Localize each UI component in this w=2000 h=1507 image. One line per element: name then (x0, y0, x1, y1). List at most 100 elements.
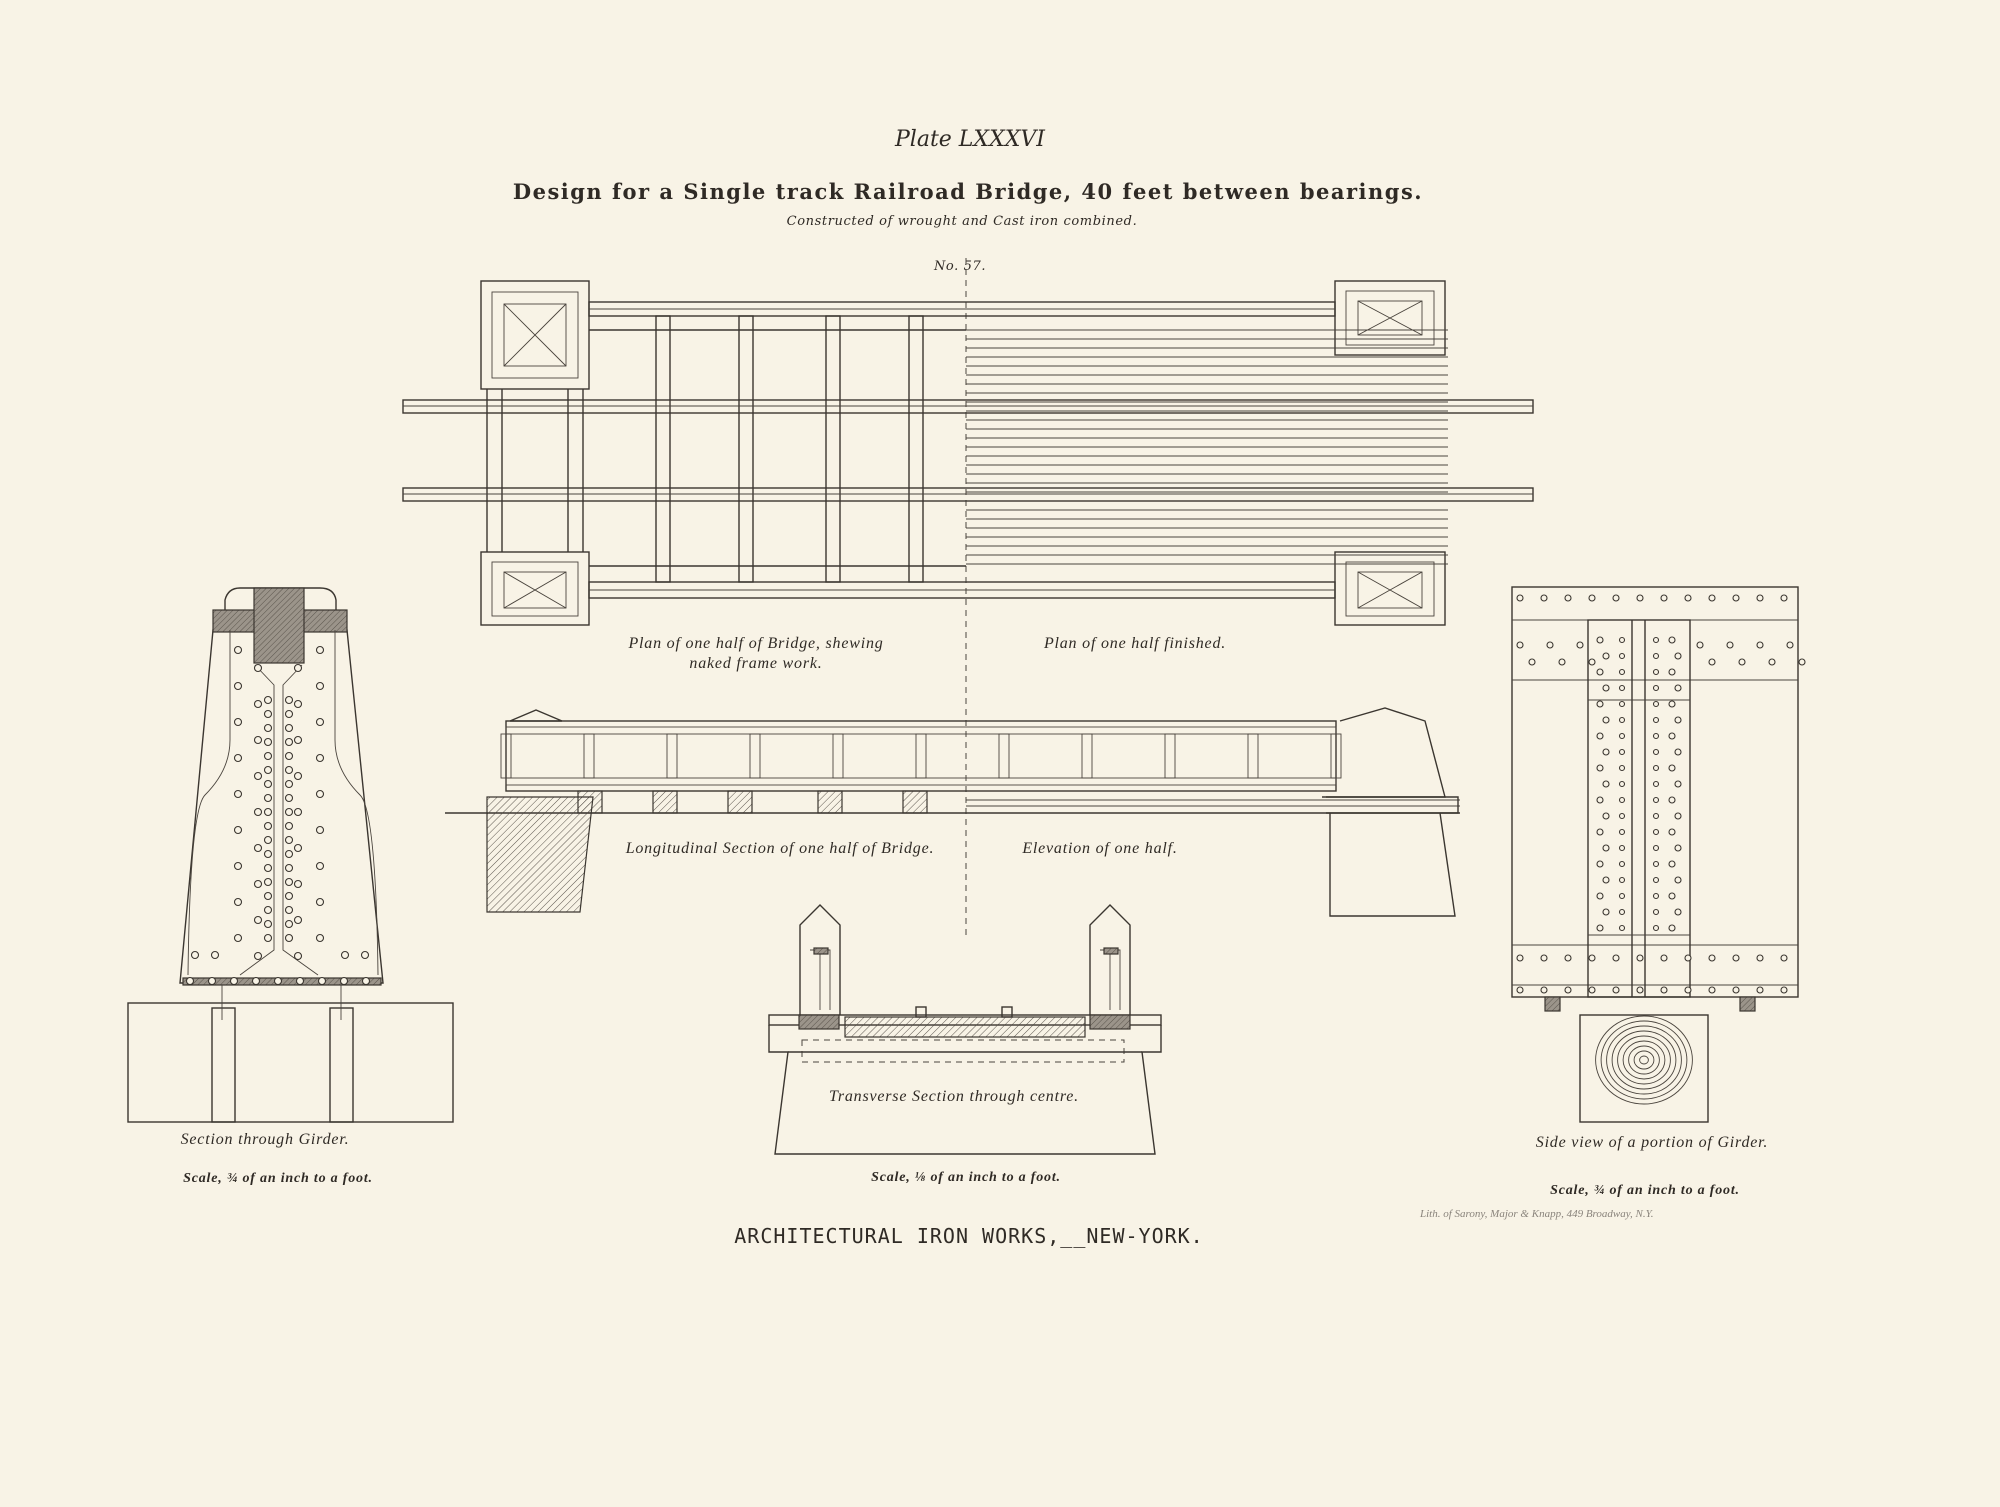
caption-section-girder-scale: Scale, ¾ of an inch to a foot. (183, 1171, 373, 1186)
rivet (284, 821, 294, 831)
rivet (315, 933, 325, 943)
rivet (1636, 954, 1644, 962)
plate-number: Plate LXXXVI (894, 127, 1046, 152)
rivet (1652, 700, 1660, 708)
truss-post (915, 733, 927, 779)
timber-beam (127, 1002, 454, 1123)
truss-post (1081, 733, 1093, 779)
rivet (1652, 796, 1660, 804)
rivet (293, 915, 303, 925)
rivet (1618, 732, 1626, 740)
rivet (1674, 748, 1682, 756)
truss-post (832, 733, 844, 779)
caption-side-view-scale: Scale, ¾ of an inch to a foot. (1550, 1183, 1740, 1198)
cross-beam-ends (577, 790, 928, 814)
rivet (233, 825, 243, 835)
caption-plan-naked-2: naked frame work. (689, 655, 822, 672)
rivet (284, 765, 294, 775)
rivet (233, 933, 243, 943)
rivet (1674, 812, 1682, 820)
rivet (1660, 594, 1668, 602)
rivet (315, 717, 325, 727)
rivet (233, 645, 243, 655)
rivet (1618, 844, 1626, 852)
rivet (1652, 908, 1660, 916)
rivet (1602, 652, 1610, 660)
truss-post (998, 733, 1010, 779)
rivet (284, 891, 294, 901)
rivet (1674, 844, 1682, 852)
rivet (1618, 716, 1626, 724)
rivet (1674, 684, 1682, 692)
rivet (1660, 986, 1668, 994)
rivet (1528, 658, 1536, 666)
rivet (293, 951, 303, 961)
rivet (1674, 652, 1682, 660)
rivet (1612, 594, 1620, 602)
rivet (1668, 796, 1676, 804)
rivet (1612, 954, 1620, 962)
rivet (1668, 700, 1676, 708)
cross-beams (655, 315, 924, 583)
rivet (233, 789, 243, 799)
publisher-imprint: ARCHITECTURAL IRON WORKS,__NEW-YORK. (734, 1224, 1203, 1248)
rivet (253, 951, 263, 961)
rivet (1516, 641, 1524, 649)
rivet (263, 821, 273, 831)
growth-ring (1639, 1055, 1649, 1065)
rivet (1618, 668, 1626, 676)
rivet (1674, 908, 1682, 916)
rivet (315, 681, 325, 691)
rivet (293, 843, 303, 853)
rivet (253, 807, 263, 817)
rivet (1756, 954, 1764, 962)
rivet (284, 933, 294, 943)
rivet (1588, 658, 1596, 666)
rivet (1668, 764, 1676, 772)
caption-plan-naked: Plan of one half of Bridge, shewing (627, 635, 883, 652)
rivet (1674, 716, 1682, 724)
rivet (1660, 954, 1668, 962)
rivet (263, 849, 273, 859)
rivet (1618, 700, 1626, 708)
rivet (263, 891, 273, 901)
rivet (1596, 636, 1604, 644)
rivet (263, 751, 273, 761)
rail (402, 399, 1534, 414)
rivet (1596, 700, 1604, 708)
rivet (295, 976, 305, 986)
rivet (284, 779, 294, 789)
rivet (253, 879, 263, 889)
caption-elevation: Elevation of one half. (1021, 840, 1177, 857)
growth-ring (1600, 1020, 1688, 1100)
rivet (1602, 780, 1610, 788)
rivet (1732, 986, 1740, 994)
growth-ring (1595, 1015, 1693, 1105)
rivet (1732, 954, 1740, 962)
rivet (284, 905, 294, 915)
rivet (284, 807, 294, 817)
rivet (1652, 764, 1660, 772)
growth-ring (1622, 1040, 1666, 1080)
rivet (284, 751, 294, 761)
truss-post (1164, 733, 1176, 779)
beam-bracket (817, 790, 843, 814)
timber-end-grain (1579, 1014, 1709, 1123)
rivet (1588, 594, 1596, 602)
design-number: No. 57. (933, 259, 986, 274)
rivet (1602, 684, 1610, 692)
rivet (1596, 892, 1604, 900)
rivet (207, 976, 217, 986)
caption-longitudinal-section: Longitudinal Section of one half of Brid… (625, 840, 935, 857)
rivet (1588, 986, 1596, 994)
rivet (1652, 684, 1660, 692)
rivet (1516, 594, 1524, 602)
rivet (1708, 986, 1716, 994)
rivet (1684, 986, 1692, 994)
growth-ring (1617, 1035, 1671, 1085)
rivet (1668, 668, 1676, 676)
elevation-drawing (445, 707, 1460, 917)
rivet (284, 709, 294, 719)
abutment-section (486, 796, 594, 913)
